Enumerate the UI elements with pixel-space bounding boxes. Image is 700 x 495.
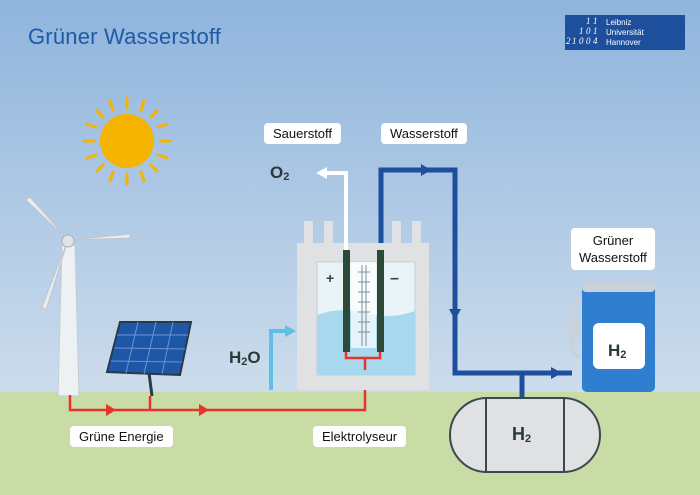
hydrogen-arrow bbox=[421, 164, 431, 176]
svg-text:1: 1 bbox=[572, 36, 577, 46]
oxygen-pipe bbox=[316, 167, 348, 250]
logo-text: Leibniz Universität Hannover bbox=[606, 18, 644, 47]
hydrogen-pipe bbox=[378, 167, 572, 398]
label-hydrogen: Wasserstoff bbox=[381, 123, 467, 144]
hydrogen-dispenser-icon bbox=[565, 282, 655, 392]
water-formula: H2O bbox=[229, 348, 261, 368]
page-title: Grüner Wasserstoff bbox=[28, 24, 222, 49]
dispenser-hydrogen-formula: H2 bbox=[608, 341, 627, 361]
electric-arrow bbox=[199, 404, 209, 416]
label-green-hydrogen-station: Grüner Wasserstoff bbox=[571, 228, 655, 270]
svg-text:0: 0 bbox=[586, 36, 591, 46]
plus-sign: + bbox=[326, 270, 334, 286]
svg-text:0: 0 bbox=[586, 26, 591, 36]
logo-digit-mark: 1 1 1 0 1 2 1 0 0 4 bbox=[566, 16, 598, 46]
label-green-energy: Grüne Energie bbox=[70, 426, 173, 447]
solar-panel-icon bbox=[105, 321, 193, 397]
electrodes bbox=[343, 250, 384, 370]
svg-text:1: 1 bbox=[586, 16, 591, 26]
svg-text:1: 1 bbox=[593, 26, 598, 36]
hydrogen-tank-icon bbox=[449, 397, 601, 473]
hydrogen-arrow bbox=[551, 367, 562, 379]
label-electrolyser: Elektrolyseur bbox=[313, 426, 407, 447]
svg-text:4: 4 bbox=[593, 36, 598, 46]
svg-text:0: 0 bbox=[579, 36, 584, 46]
svg-text:1: 1 bbox=[579, 26, 584, 36]
svg-text:1: 1 bbox=[593, 16, 598, 26]
electric-arrow bbox=[106, 404, 116, 416]
water-pipe bbox=[269, 325, 296, 390]
oxygen-formula: O2 bbox=[270, 163, 290, 183]
sun-icon bbox=[82, 96, 172, 186]
minus-sign: – bbox=[390, 270, 399, 287]
hydrogen-arrow bbox=[449, 309, 461, 320]
label-oxygen: Sauerstoff bbox=[264, 123, 342, 144]
university-logo: 1 1 1 0 1 2 1 0 0 4 Leibniz Universität … bbox=[565, 15, 685, 50]
wind-turbine-icon bbox=[25, 196, 131, 397]
svg-text:2: 2 bbox=[566, 36, 571, 46]
tank-hydrogen-formula: H2 bbox=[512, 424, 532, 445]
